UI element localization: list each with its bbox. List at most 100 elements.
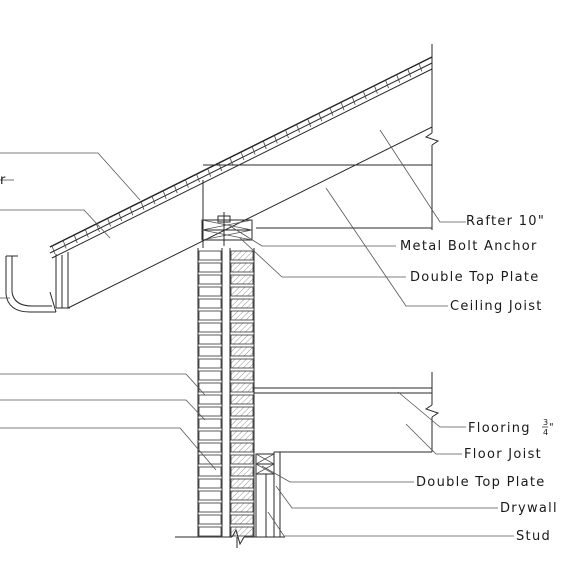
brick — [198, 310, 222, 321]
brick — [198, 250, 222, 261]
brick — [230, 382, 254, 393]
shingle-tick — [362, 91, 367, 100]
shingle-tick — [118, 212, 123, 221]
brick — [230, 514, 254, 525]
brick — [230, 286, 254, 297]
brick — [230, 418, 254, 429]
label-flooring-inch-mark: " — [549, 422, 554, 433]
shingle-tick — [185, 179, 189, 188]
shingle-tick — [207, 168, 212, 177]
shingle-tick — [196, 173, 200, 183]
label-double-top-plate-lower: Double Top Plate — [416, 475, 546, 490]
brick — [198, 454, 222, 465]
brick — [198, 466, 222, 477]
brick — [230, 274, 254, 285]
brick — [230, 526, 254, 537]
brick — [230, 430, 254, 441]
brick — [198, 418, 222, 429]
shingle-tick — [151, 196, 156, 205]
brick — [198, 490, 222, 501]
roof-break-line — [424, 44, 440, 230]
label-double-top-plate-upper: Double Top Plate — [410, 270, 540, 285]
upper-double-top-plate — [201, 219, 253, 241]
label-metal-bolt-anchor: Metal Bolt Anchor — [400, 239, 538, 254]
brick — [198, 514, 222, 525]
shingle-tick — [240, 151, 245, 161]
leader-lines — [0, 129, 514, 537]
brick — [198, 358, 222, 369]
brick — [198, 526, 222, 537]
brick — [230, 310, 254, 321]
rafter — [55, 126, 433, 309]
brick — [230, 502, 254, 513]
brick — [198, 502, 222, 513]
brick — [230, 478, 254, 489]
brick — [198, 322, 222, 333]
shingle-tick — [374, 85, 378, 94]
shingle-tick — [262, 140, 267, 150]
brick — [198, 262, 222, 273]
shingle-tick — [51, 245, 56, 255]
shingle-tick — [251, 146, 256, 155]
brick — [198, 298, 222, 309]
label-drywall: Drywall — [500, 501, 558, 516]
brick — [230, 250, 254, 261]
shingle-tick — [107, 218, 111, 227]
shingle-tick — [318, 113, 323, 122]
shingle-tick — [351, 96, 356, 105]
shingle-tick — [173, 185, 178, 194]
label-rafter: Rafter 10" — [466, 214, 545, 229]
brick — [198, 478, 222, 489]
shingle-tick — [140, 201, 145, 210]
brick — [198, 274, 222, 285]
stud-and-drywall — [255, 452, 281, 537]
brick-courses — [198, 250, 254, 537]
brick — [230, 262, 254, 273]
shingle-tick — [296, 124, 300, 133]
label-ceiling-joist: Ceiling Joist — [450, 299, 543, 314]
brick — [230, 358, 254, 369]
shingle-tick — [218, 162, 223, 172]
floor-structure — [254, 372, 440, 453]
label-floor-joist: Floor Joist — [464, 447, 542, 462]
brick — [230, 442, 254, 453]
shingle-tick — [340, 102, 345, 111]
brick — [198, 406, 222, 417]
brick — [230, 454, 254, 465]
gutter — [5, 255, 57, 313]
ceiling-joist — [202, 164, 432, 248]
roof-shingles — [51, 63, 423, 255]
brick — [198, 286, 222, 297]
shingle-tick — [273, 135, 278, 144]
bottom-break-line — [175, 528, 285, 548]
brick — [198, 370, 222, 381]
label-flooring-fraction-numerator: 3 — [543, 418, 548, 427]
brick — [198, 382, 222, 393]
label-flooring-fraction-denominator: 4 — [543, 428, 548, 437]
brick — [230, 406, 254, 417]
shingle-tick — [407, 68, 412, 78]
shingle-tick — [329, 107, 334, 116]
shingle-tick — [96, 223, 100, 233]
shingle-tick — [285, 129, 289, 139]
brick — [198, 430, 222, 441]
brick — [230, 394, 254, 405]
brick — [198, 394, 222, 405]
shingle-tick — [307, 118, 312, 127]
brick — [230, 334, 254, 345]
label-cut-left: r — [0, 173, 7, 188]
shingle-tick — [84, 229, 89, 238]
label-flooring: Flooring — [468, 421, 531, 436]
shingle-tick — [229, 157, 234, 166]
brick — [230, 370, 254, 381]
brick — [230, 466, 254, 477]
shingle-tick — [385, 79, 389, 89]
shingle-tick — [73, 234, 78, 244]
brick — [198, 346, 222, 357]
brick — [230, 490, 254, 501]
shingle-tick — [396, 74, 401, 83]
brick — [198, 442, 222, 453]
label-stud: Stud — [516, 529, 551, 544]
shingle-tick — [418, 63, 423, 72]
